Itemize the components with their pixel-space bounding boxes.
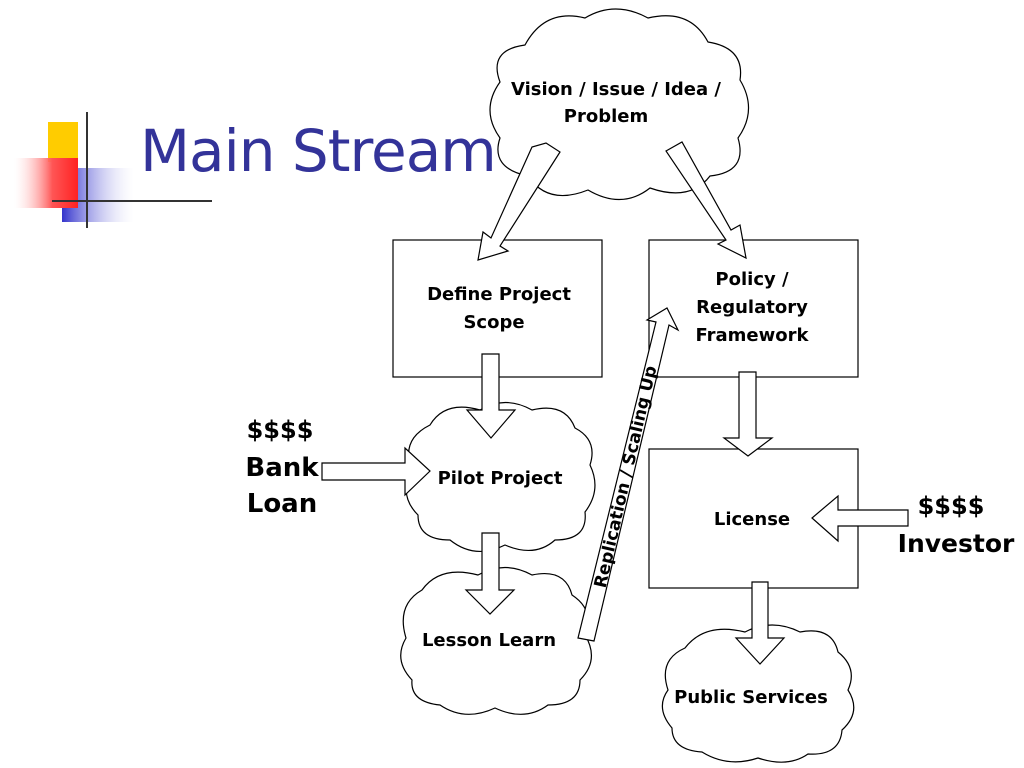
arrow-investor-to-license — [811, 494, 909, 543]
arrow-vision-to-define — [477, 142, 561, 261]
logo-red-square — [14, 158, 78, 208]
arrow-define-to-pilot — [465, 353, 517, 439]
policy-box — [648, 239, 859, 378]
investor-money-label: $$$$ — [918, 492, 985, 520]
policy-label-line3: Framework — [696, 325, 810, 346]
lesson-label: Lesson Learn — [422, 630, 556, 651]
bank-label: Bank — [245, 453, 319, 483]
license-label: License — [714, 509, 790, 530]
arrow-bank-to-pilot — [321, 446, 431, 497]
pilot-cloud — [405, 401, 596, 552]
arrow-vision-to-policy — [665, 141, 747, 260]
arrow-policy-to-license — [722, 371, 774, 457]
arrow-replication-scaling — [577, 307, 680, 642]
vision-label-line2: Problem — [564, 106, 648, 127]
slide-title: Main Stream — [140, 117, 497, 185]
investor-label: Investor — [898, 529, 1015, 558]
arrow-pilot-to-lesson — [464, 532, 516, 615]
pilot-label: Pilot Project — [438, 468, 563, 489]
public-services-cloud — [661, 624, 855, 763]
loan-label: Loan — [247, 489, 317, 519]
logo-yellow-square — [48, 122, 78, 162]
define-label-line1: Define Project — [427, 284, 571, 305]
policy-label-line1: Policy / — [715, 269, 789, 290]
define-label-line2: Scope — [463, 312, 524, 333]
bank-money-label: $$$$ — [247, 416, 314, 444]
arrow-license-to-public — [734, 581, 786, 665]
vision-label-line1: Vision / Issue / Idea / — [511, 79, 721, 100]
public-services-label: Public Services — [674, 687, 828, 708]
policy-label-line2: Regulatory — [696, 297, 808, 318]
lesson-cloud — [400, 566, 592, 715]
